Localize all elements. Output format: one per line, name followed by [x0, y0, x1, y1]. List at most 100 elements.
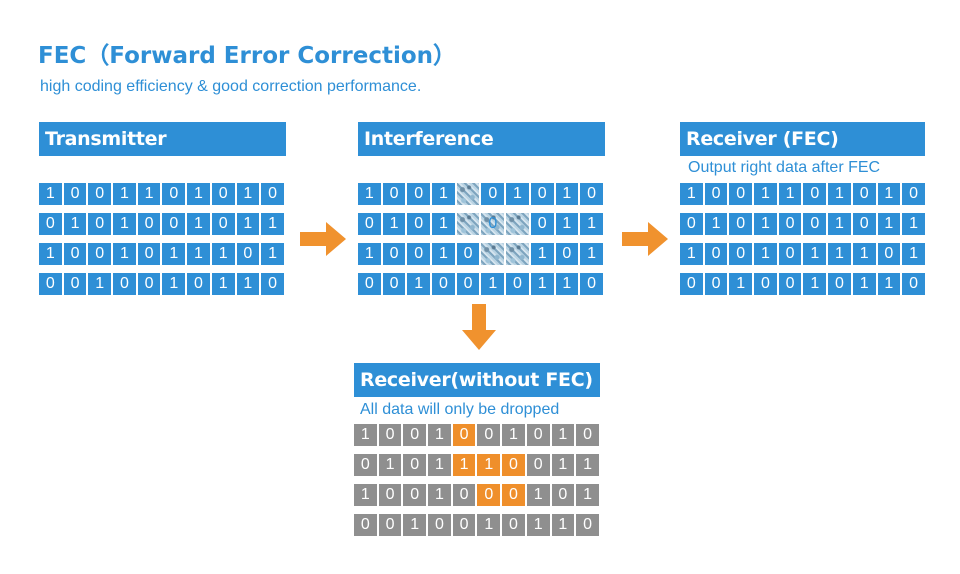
bit-cell: 0 — [137, 213, 161, 235]
bit-cell: 1 — [261, 243, 284, 265]
bit-cell: 0 — [113, 273, 136, 295]
bit-cell: 1 — [680, 243, 703, 265]
bit-cell: 0 — [354, 454, 377, 476]
bit-cell: 1 — [852, 243, 876, 265]
bit-cell: 0 — [378, 484, 402, 506]
noisy-bit-cell — [481, 243, 505, 265]
bit-cell: 1 — [754, 183, 777, 205]
bit-cell: 1 — [555, 213, 579, 235]
bit-cell: 0 — [680, 273, 703, 295]
bit-cell: 1 — [432, 183, 455, 205]
bit-cell: 1 — [555, 183, 579, 205]
bit-cell: 0 — [407, 213, 431, 235]
bit-cell: 1 — [729, 273, 753, 295]
bit-cell: 1 — [526, 514, 550, 536]
noisy-bit-cell — [506, 243, 529, 265]
bit-cell: 1 — [137, 183, 161, 205]
bit-cell: 1 — [211, 243, 235, 265]
bit-cell: 1 — [236, 273, 260, 295]
bit-cell: 1 — [428, 484, 451, 506]
bit-cell: 1 — [358, 243, 381, 265]
transmitter-header: Transmitter — [39, 122, 286, 156]
bit-cell: 0 — [137, 243, 161, 265]
bit-cell: 0 — [506, 273, 529, 295]
bit-cell: 0 — [403, 454, 427, 476]
bit-cell: 0 — [354, 514, 377, 536]
error-bit-cell: 0 — [477, 484, 501, 506]
bit-cell: 0 — [378, 424, 402, 446]
bit-cell: 0 — [729, 213, 753, 235]
bit-cell: 1 — [113, 243, 136, 265]
bit-cell: 0 — [452, 484, 476, 506]
receiver-fec-note: Output right data after FEC — [688, 159, 881, 176]
bit-cell: 0 — [88, 243, 112, 265]
bit-cell: 0 — [39, 273, 62, 295]
interference-header: Interference — [358, 122, 605, 156]
bit-cell: 1 — [828, 183, 851, 205]
bit-cell: 0 — [754, 273, 777, 295]
bit-cell: 0 — [137, 273, 161, 295]
bit-cell: 1 — [39, 183, 62, 205]
bit-cell: 0 — [403, 424, 427, 446]
bit-cell: 1 — [382, 213, 406, 235]
bit-cell: 0 — [382, 183, 406, 205]
bit-cell: 1 — [187, 213, 210, 235]
bit-cell: 1 — [704, 213, 728, 235]
bit-cell: 0 — [778, 243, 802, 265]
bit-cell: 1 — [428, 454, 451, 476]
bit-cell: 0 — [432, 273, 455, 295]
bit-cell: 0 — [261, 183, 284, 205]
bit-cell: 0 — [576, 514, 599, 536]
error-bit-cell: 1 — [477, 454, 501, 476]
bit-cell: 0 — [729, 183, 753, 205]
bit-cell: 0 — [456, 243, 480, 265]
bit-cell: 1 — [88, 273, 112, 295]
error-bit-cell: 0 — [502, 454, 525, 476]
noisy-bit-cell — [506, 213, 529, 235]
bit-cell: 1 — [803, 273, 827, 295]
bit-cell: 1 — [754, 213, 777, 235]
bit-cell: 1 — [828, 213, 851, 235]
bit-cell: 1 — [354, 484, 377, 506]
bit-cell: 0 — [187, 273, 210, 295]
receiver-no-fec-header: Receiver(without FEC) — [354, 363, 600, 397]
bit-cell: 1 — [502, 424, 525, 446]
bit-cell: 1 — [162, 243, 186, 265]
bit-cell: 1 — [754, 243, 777, 265]
bit-cell: 0 — [902, 183, 925, 205]
bit-cell: 1 — [236, 213, 260, 235]
bit-cell: 1 — [236, 183, 260, 205]
bit-cell: 0 — [778, 273, 802, 295]
noisy-bit-cell — [456, 213, 480, 235]
bit-cell: 0 — [555, 243, 579, 265]
bit-cell: 1 — [902, 243, 925, 265]
bit-cell: 0 — [88, 213, 112, 235]
bit-cell: 1 — [403, 514, 427, 536]
bit-cell: 1 — [877, 273, 901, 295]
bit-cell: 1 — [432, 213, 455, 235]
bit-cell: 1 — [432, 243, 455, 265]
bit-cell: 0 — [407, 183, 431, 205]
bit-cell: 1 — [378, 454, 402, 476]
bit-cell: 1 — [354, 424, 377, 446]
bit-cell: 0 — [680, 213, 703, 235]
bit-cell: 0 — [852, 183, 876, 205]
bit-cell: 0 — [477, 424, 501, 446]
error-bit-cell: 1 — [452, 454, 476, 476]
bit-cell: 0 — [211, 213, 235, 235]
bit-cell: 1 — [580, 243, 603, 265]
bit-cell: 0 — [382, 273, 406, 295]
bit-cell: 1 — [187, 183, 210, 205]
